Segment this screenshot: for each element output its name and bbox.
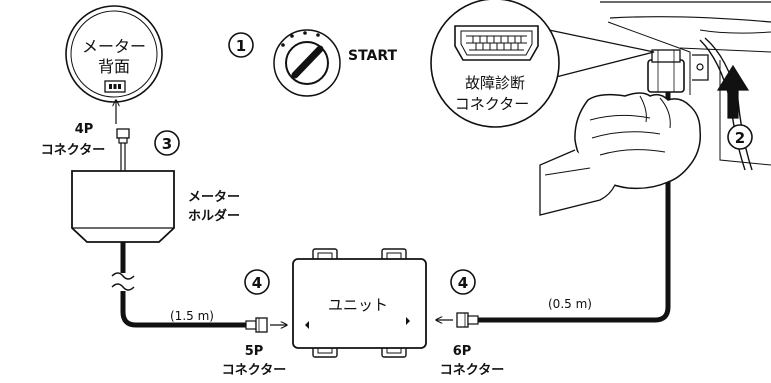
step-2-badge: 2: [727, 124, 753, 150]
step-1-number: 1: [236, 37, 246, 55]
cable-right-length: (0.5 m): [548, 297, 592, 311]
connector-5p-line2: コネクター: [222, 363, 286, 378]
step-3-number: 3: [162, 135, 172, 153]
connector-5p-line1: 5P: [245, 344, 264, 359]
step-3-badge: 3: [154, 130, 180, 156]
left-cable: [111, 242, 246, 328]
step-4-left-number: 4: [252, 274, 262, 292]
right-cable: [478, 160, 671, 323]
connector-6p-plug: [456, 312, 479, 328]
step-4-right-badge: 4: [450, 269, 476, 295]
start-label: START: [348, 48, 398, 64]
obd-callout: 故障診断 コネクター: [430, 0, 655, 128]
step-1-badge: 1: [228, 32, 254, 58]
meter-holder-line1: メーター: [188, 190, 240, 205]
cable-left-length: (1.5 m): [170, 309, 214, 323]
meter-holder: [71, 170, 175, 243]
unit-label: ユニット: [328, 296, 388, 314]
meter-holder-line2: ホルダー: [188, 208, 240, 224]
hand-with-obd-plug: [539, 49, 702, 216]
step-2-number: 2: [735, 129, 745, 147]
obd-line2: コネクター: [455, 95, 529, 113]
connector-4p-line2: コネクター: [41, 143, 105, 158]
meter-back: メーター 背面: [65, 5, 163, 103]
step-4-right-number: 4: [458, 274, 468, 292]
connector-6p-line2: コネクター: [440, 363, 504, 378]
ignition-switch-icon: [273, 29, 341, 97]
connector-4p-plug: [116, 128, 130, 171]
connector-4p-line1: 4P: [75, 122, 94, 137]
unit-box: [292, 248, 427, 358]
dashboard-illustration: [600, 1, 771, 171]
meter-back-line1: メーター: [82, 37, 146, 56]
connector-6p-line1: 6P: [453, 344, 472, 359]
step-4-left-badge: 4: [244, 269, 270, 295]
push-up-arrow-icon: [716, 64, 750, 119]
connector-5p-plug: [245, 317, 268, 333]
meter-back-line2: 背面: [98, 57, 130, 76]
obd-line1: 故障診断: [465, 74, 525, 92]
